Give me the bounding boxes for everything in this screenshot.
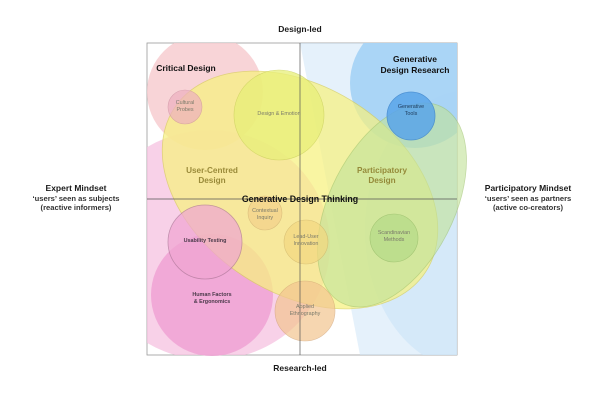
axis-top-label: Design-led xyxy=(278,24,322,34)
contextual-inquiry-line1: Contextual xyxy=(252,208,278,214)
axis-right-label: Participatory Mindset ‘users’ seen as pa… xyxy=(460,183,596,213)
contextual-inquiry-line2: Inquiry xyxy=(256,214,274,221)
generative-tools-line2: Tools xyxy=(404,110,418,117)
cultural-probes-label: Cultural Probes xyxy=(166,100,204,114)
cultural-probes-line2: Probes xyxy=(176,106,194,113)
generative-design-research-line1: Generative xyxy=(393,54,437,64)
scandinavian-methods-line2: Methods xyxy=(383,236,405,243)
axis-bottom-label: Research-led xyxy=(273,363,327,373)
critical-design-label: Critical Design xyxy=(156,63,216,73)
lead-user-innovation-label: Lead-User Innovation xyxy=(284,234,328,248)
applied-ethnography-label: Applied Ethnography xyxy=(280,304,330,318)
usability-testing-circle xyxy=(167,204,243,280)
user-centred-design-line1: User-Centred xyxy=(186,166,238,175)
scandinavian-methods-line1: Scandinavian xyxy=(377,230,411,236)
participatory-design-label: Participatory Design xyxy=(340,166,424,187)
axis-right-line1: ‘users’ seen as partners xyxy=(484,193,572,203)
human-factors-line1: Human Factors xyxy=(192,292,232,298)
axis-right-title: Participatory Mindset xyxy=(484,183,572,193)
participatory-design-line1: Participatory xyxy=(356,166,408,175)
lead-user-innovation-line2: Innovation xyxy=(293,240,319,247)
axis-left-title: Expert Mindset xyxy=(45,183,107,193)
generative-tools-circle xyxy=(386,91,436,141)
axis-left-label: Expert Mindset ‘users’ seen as subjects … xyxy=(10,183,142,213)
generative-tools-line1: Generative xyxy=(397,104,425,110)
design-emotion-label: Design & Emotion xyxy=(257,111,301,117)
generative-tools-label: Generative Tools xyxy=(390,104,432,118)
user-centred-design-label: User-Centred Design xyxy=(170,166,254,187)
usability-testing-label: Usability Testing xyxy=(183,238,227,244)
generative-design-research-line2: Design Research xyxy=(380,64,450,75)
axis-left-line1: ‘users’ seen as subjects xyxy=(32,193,120,203)
contextual-inquiry-circle xyxy=(247,195,283,231)
human-factors-line2: & Ergonomics xyxy=(193,298,231,305)
axis-left-line2: (reactive informers) xyxy=(40,203,112,213)
lead-user-innovation-line1: Lead-User xyxy=(293,234,319,240)
cultural-probes-circle xyxy=(167,89,203,125)
participatory-design-region xyxy=(317,102,467,308)
lead-user-innovation-circle xyxy=(283,219,329,265)
generative-design-research-label: Generative Design Research xyxy=(370,54,460,75)
cultural-probes-line1: Cultural xyxy=(175,100,195,106)
applied-ethnography-line2: Ethnography xyxy=(289,310,321,317)
design-emotion-circle xyxy=(233,69,325,161)
user-centred-design-line2: Design xyxy=(198,176,226,186)
applied-ethnography-circle xyxy=(274,280,336,342)
scandinavian-methods-circle xyxy=(369,213,419,263)
participatory-design-line2: Design xyxy=(368,176,396,186)
scandinavian-methods-label: Scandinavian Methods xyxy=(368,230,420,244)
axis-right-line2: (active co-creators) xyxy=(492,203,564,213)
applied-ethnography-line1: Applied xyxy=(296,304,314,310)
generative-design-thinking-label: Generative Design Thinking xyxy=(241,194,359,204)
contextual-inquiry-label: Contextual Inquiry xyxy=(244,208,286,222)
human-factors-label: Human Factors & Ergonomics xyxy=(175,292,249,306)
